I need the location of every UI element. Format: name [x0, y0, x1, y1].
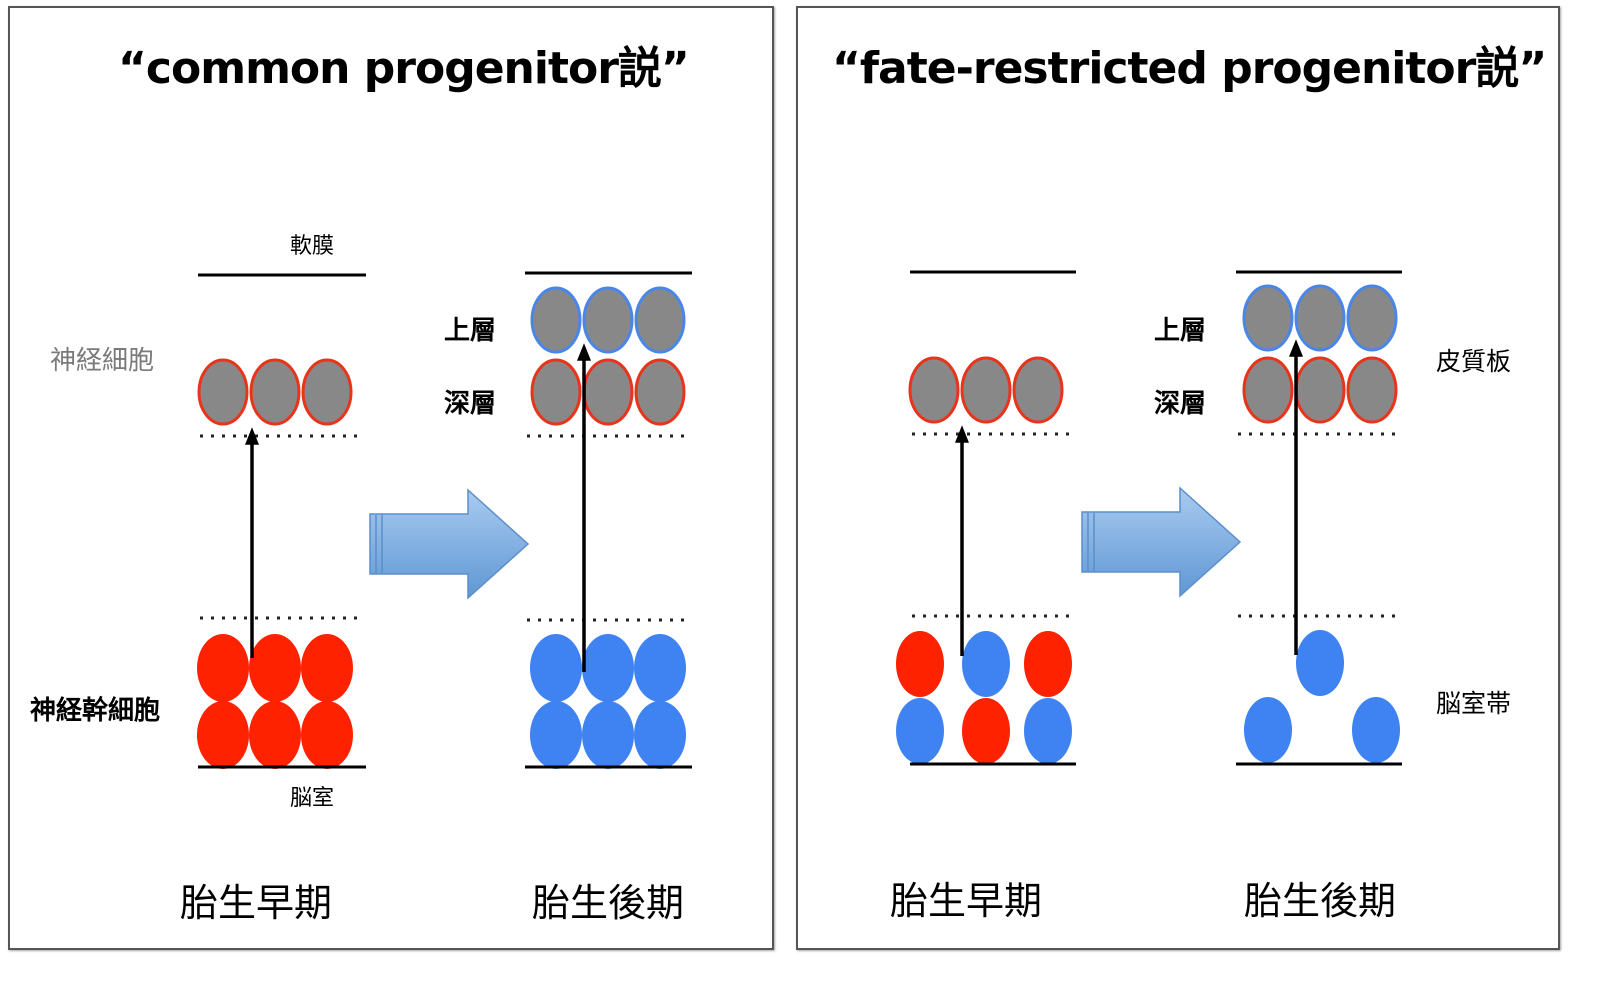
cortical-plate-label: 皮質板 — [1436, 347, 1512, 376]
neuron-label: 神経細胞 — [50, 346, 155, 376]
pia-label: 軟膜 — [290, 234, 335, 259]
fate-restricted-progenitor — [896, 698, 944, 764]
fate-restricted-progenitor — [1024, 631, 1072, 697]
upper-layer-neuron — [1242, 284, 1294, 352]
deep-layer-neuron — [634, 358, 686, 426]
deep-layer-neuron — [530, 358, 582, 426]
fate-restricted-progenitor-title: “fate-restricted progenitor説” — [832, 43, 1547, 94]
neural-stem-cell — [197, 701, 249, 769]
fate-restricted-progenitor — [1244, 697, 1292, 763]
common-progenitor-title: “common progenitor説” — [118, 43, 690, 94]
upper-layer-neuron — [582, 286, 634, 354]
upper-layer-label-right: 上層 — [1154, 316, 1207, 346]
fate-restricted-progenitor — [962, 631, 1010, 697]
deep-layer-neuron — [301, 358, 353, 426]
neural-stem-cell-label: 神経幹細胞 — [30, 696, 161, 726]
deep-layer-neuron — [249, 358, 301, 426]
neural-stem-cell — [249, 701, 301, 769]
early-embryonic-stage-label-right: 胎生早期 — [890, 879, 1043, 923]
deep-layer-label-right: 深層 — [1154, 389, 1207, 419]
neural-stem-cell — [582, 634, 634, 702]
time-progression-arrow-left — [369, 488, 530, 600]
deep-layer-label-left: 深層 — [444, 389, 497, 419]
ventricular-zone-label: 脳室帯 — [1436, 689, 1512, 718]
common-progenitor-panel — [8, 6, 774, 950]
neural-stem-cell — [634, 701, 686, 769]
neural-stem-cell — [197, 634, 249, 702]
neural-stem-cell — [634, 634, 686, 702]
neural-stem-cell — [530, 634, 582, 702]
upper-layer-neuron — [1294, 284, 1346, 352]
neural-stem-cell — [301, 634, 353, 702]
deep-layer-neuron — [582, 358, 634, 426]
neural-stem-cell — [582, 701, 634, 769]
time-progression-arrow-right — [1081, 486, 1242, 598]
deep-layer-neuron — [1346, 356, 1398, 424]
deep-layer-neuron — [960, 356, 1012, 424]
deep-layer-neuron — [1012, 356, 1064, 424]
deep-layer-neuron — [1242, 356, 1294, 424]
late-embryonic-stage-label-right: 胎生後期 — [1244, 879, 1397, 923]
fate-restricted-progenitor — [962, 698, 1010, 764]
upper-layer-label-left: 上層 — [444, 316, 497, 346]
fate-restricted-progenitor — [1296, 630, 1344, 696]
early-embryonic-stage-label-left: 胎生早期 — [180, 881, 333, 925]
deep-layer-neuron — [1294, 356, 1346, 424]
neural-stem-cell — [301, 701, 353, 769]
upper-layer-neuron — [530, 286, 582, 354]
fate-restricted-progenitor-panel — [796, 6, 1560, 950]
deep-layer-neuron — [197, 358, 249, 426]
neural-stem-cell — [530, 701, 582, 769]
ventricle-label: 脳室 — [290, 786, 335, 811]
upper-layer-neuron — [634, 286, 686, 354]
fate-restricted-progenitor — [896, 631, 944, 697]
late-embryonic-stage-label-left: 胎生後期 — [532, 881, 685, 925]
neural-stem-cell — [249, 634, 301, 702]
deep-layer-neuron — [908, 356, 960, 424]
upper-layer-neuron — [1346, 284, 1398, 352]
fate-restricted-progenitor — [1352, 697, 1400, 763]
fate-restricted-progenitor — [1024, 698, 1072, 764]
